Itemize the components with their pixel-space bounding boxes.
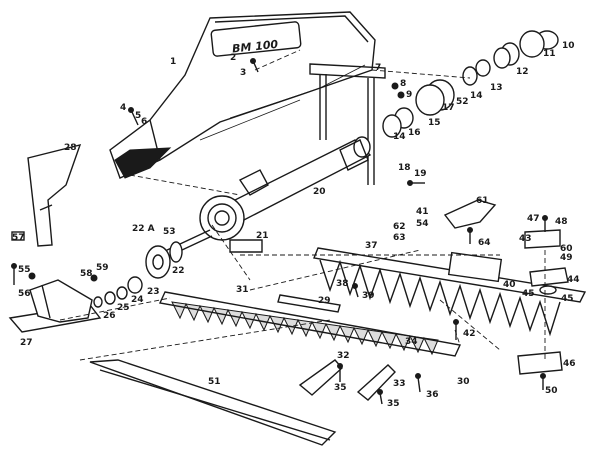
callout-22a: 22 A — [132, 224, 155, 234]
callout-64: 64 — [478, 238, 491, 248]
callout-63: 63 — [393, 233, 406, 243]
drive-tube — [199, 136, 372, 253]
callout-51: 51 — [208, 377, 221, 387]
callout-2: 2 — [230, 53, 236, 63]
callout-22: 22 — [172, 266, 185, 276]
callout-14-upper: 14 — [470, 91, 483, 101]
callout-52: 52 — [456, 97, 469, 107]
callout-19: 19 — [414, 169, 427, 179]
callout-54: 54 — [416, 219, 429, 229]
bracket-frame — [309, 63, 386, 185]
right-clamp-parts — [443, 199, 569, 375]
callout-7: 7 — [375, 63, 381, 73]
callout-12: 12 — [516, 67, 529, 77]
callout-58: 58 — [80, 269, 93, 279]
skid-plate — [89, 359, 337, 446]
left-fasteners — [93, 276, 143, 308]
callout-11: 11 — [543, 49, 556, 59]
callout-49: 49 — [560, 253, 573, 263]
callout-55: 55 — [18, 265, 31, 275]
callout-28: 28 — [64, 143, 77, 153]
callout-41: 41 — [416, 207, 429, 217]
callout-labels: 1 2 3 4 5 6 7 8 9 10 11 12 13 14 14 15 1… — [12, 41, 580, 409]
callout-62: 62 — [393, 222, 406, 232]
callout-47: 47 — [527, 214, 540, 224]
bearing-stack — [382, 30, 559, 138]
callout-30: 30 — [457, 377, 470, 387]
logo-text: BM 100 — [232, 38, 280, 56]
callout-43: 43 — [519, 234, 532, 244]
gear-housing-cover — [109, 11, 376, 179]
callout-9: 9 — [406, 90, 412, 100]
callout-8: 8 — [400, 79, 406, 89]
callout-38: 38 — [336, 279, 349, 289]
callout-5: 5 — [135, 111, 141, 121]
callout-35-upper: 35 — [334, 383, 347, 393]
knife-sections — [298, 359, 396, 401]
callout-13: 13 — [490, 83, 503, 93]
callout-35-lower: 35 — [387, 399, 400, 409]
callout-46: 46 — [563, 359, 576, 369]
callout-16: 16 — [408, 128, 421, 138]
assembly-lines — [59, 49, 546, 361]
callout-61: 61 — [476, 196, 489, 206]
callout-45-right: 45 — [561, 294, 574, 304]
callout-56: 56 — [18, 289, 31, 299]
callout-50: 50 — [545, 386, 558, 396]
callout-4: 4 — [120, 103, 126, 113]
callout-53: 53 — [163, 227, 176, 237]
callout-17: 17 — [442, 103, 455, 113]
callout-32: 32 — [337, 351, 350, 361]
callout-59: 59 — [96, 263, 109, 273]
callout-21: 21 — [256, 231, 269, 241]
upper-knife-bar — [313, 247, 587, 337]
callout-40: 40 — [503, 280, 516, 290]
callout-26: 26 — [103, 311, 116, 321]
callout-33: 33 — [393, 379, 406, 389]
callout-29: 29 — [318, 296, 331, 306]
callout-45-left: 45 — [522, 289, 535, 299]
callout-18: 18 — [398, 163, 411, 173]
callout-6: 6 — [141, 117, 147, 127]
callout-34: 34 — [405, 337, 418, 347]
callout-20: 20 — [313, 187, 326, 197]
left-support — [8, 144, 102, 333]
callout-36: 36 — [426, 390, 439, 400]
callout-37: 37 — [365, 241, 378, 251]
callout-1: 1 — [170, 57, 176, 67]
callout-27: 27 — [20, 338, 33, 348]
callout-44: 44 — [567, 275, 580, 285]
callout-24: 24 — [131, 295, 144, 305]
callout-39: 39 — [362, 291, 375, 301]
callout-15: 15 — [428, 118, 441, 128]
callout-48: 48 — [555, 217, 568, 227]
callout-60: 60 — [560, 244, 573, 254]
callout-23: 23 — [147, 287, 160, 297]
callout-31: 31 — [236, 285, 249, 295]
callout-57: 57 — [12, 233, 25, 243]
cutter-bar — [158, 291, 462, 357]
callout-42: 42 — [463, 329, 476, 339]
bolts — [11, 58, 548, 405]
callout-10: 10 — [562, 41, 575, 51]
callout-3: 3 — [240, 68, 246, 78]
shaft-pulley — [145, 229, 213, 279]
callout-25: 25 — [117, 303, 130, 313]
callout-14-lower: 14 — [393, 132, 406, 142]
